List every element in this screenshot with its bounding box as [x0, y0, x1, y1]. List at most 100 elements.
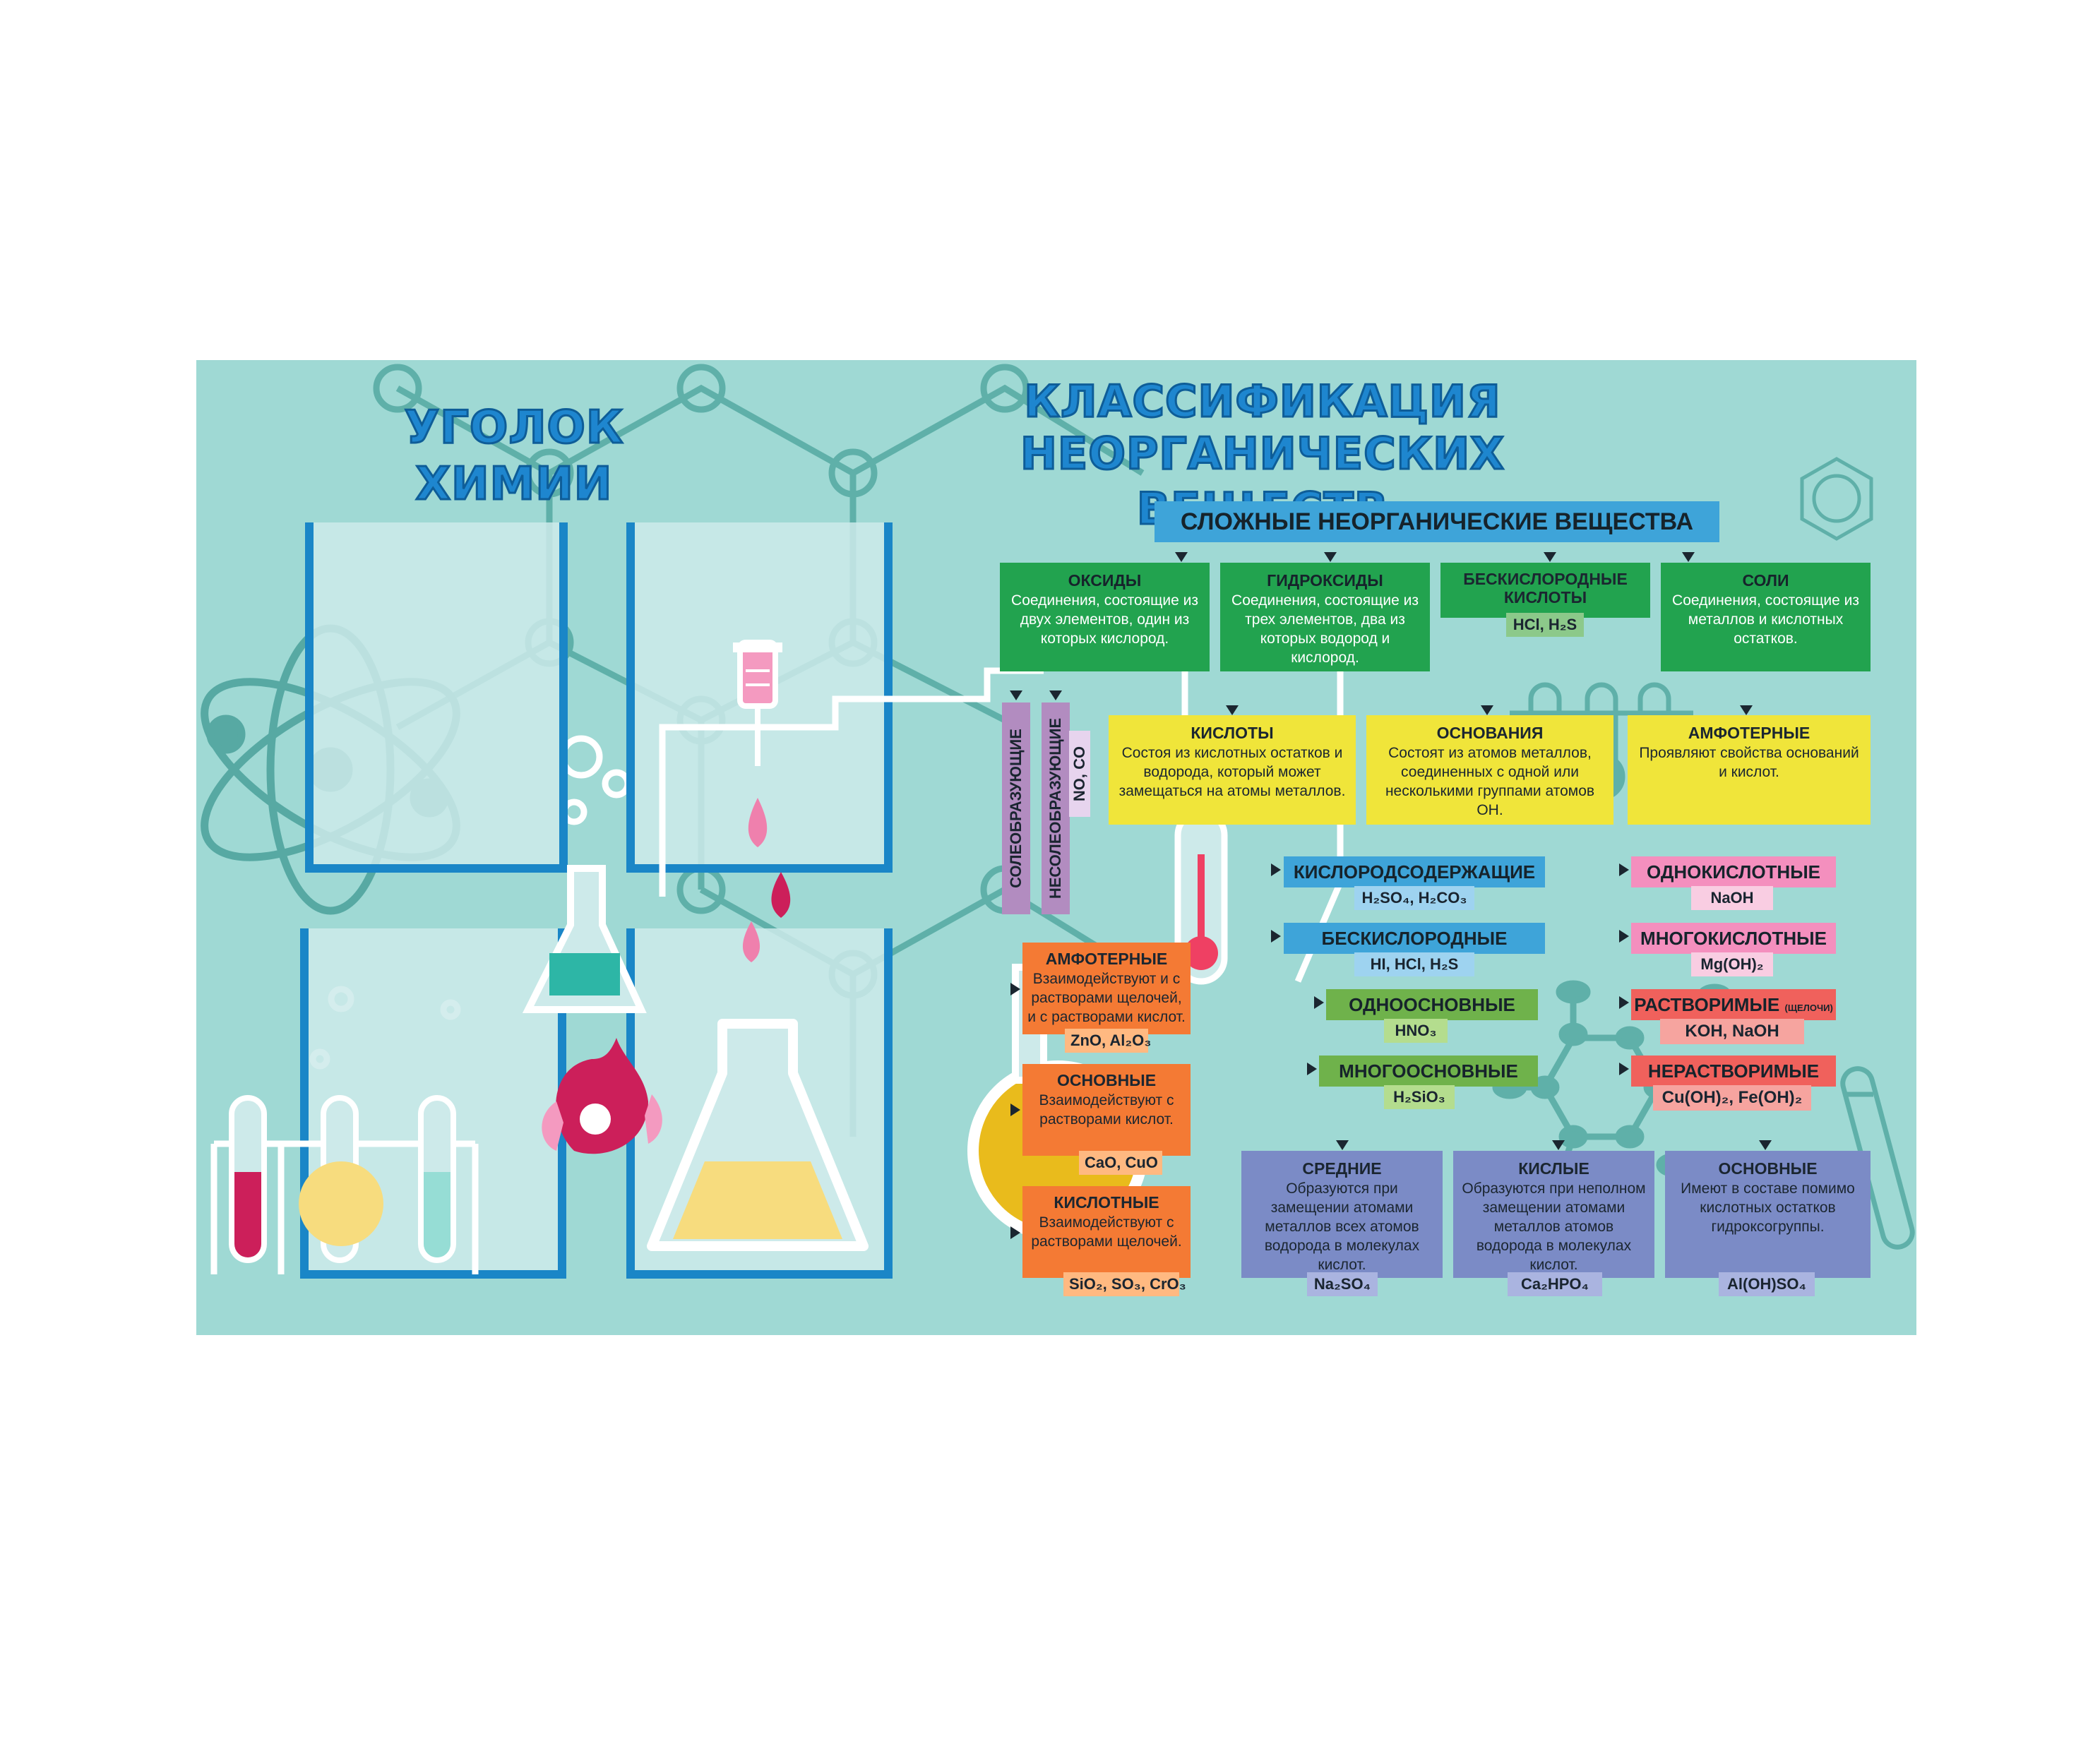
salts-desc: Соединения, состоящие из металлов и кисл…	[1672, 592, 1859, 647]
acids-desc: Состоя из кислотных остатков и водорода,…	[1118, 745, 1346, 799]
soluble-title: РАСТВОРИМЫЕ	[1634, 994, 1780, 1015]
arrow-acids	[1226, 705, 1239, 715]
hydroxides-box: ГИДРОКСИДЫ Соединения, состоящие из трех…	[1220, 563, 1430, 671]
arrow-amphoteric-oxides	[1010, 983, 1020, 995]
amphoteric-oxides-title: АМФОТЕРНЫЕ	[1045, 950, 1168, 968]
normal-salts-title: СРЕДНИЕ	[1302, 1159, 1382, 1178]
monoacid-formula: NaOH	[1691, 886, 1773, 910]
oxygen-free-label: БЕСКИСЛОРОДНЫЕ	[1284, 923, 1545, 954]
arrow-oxygen-free	[1271, 930, 1281, 943]
soluble-formula: KOH, NaOH	[1660, 1019, 1804, 1044]
arrow-salt-forming	[1010, 690, 1022, 700]
arrow-insoluble	[1619, 1063, 1629, 1075]
normal-salts-formula: Na₂SO₄	[1307, 1272, 1378, 1296]
amphoteric-oxides-formula: ZnO, Al₂O₃	[1065, 1029, 1151, 1053]
arrow-monoacid	[1619, 863, 1629, 876]
normal-salts-box: СРЕДНИЕ Образуются при замещении атомами…	[1241, 1151, 1443, 1278]
benzene-icon	[1800, 457, 1873, 541]
polybasic-formula: H₂SiO₃	[1384, 1085, 1455, 1109]
acidic-salts-box: КИСЛЫЕ Образуются при неполном замещении…	[1453, 1151, 1654, 1278]
acidic-oxides-desc: Взаимодействуют с растворами щелочей.	[1031, 1214, 1182, 1250]
amphoteric-oxides-box: АМФОТЕРНЫЕ Взаимодействуют и с растворам…	[1022, 943, 1191, 1034]
monobasic-formula: HNO₃	[1384, 1019, 1448, 1043]
soluble-label: РАСТВОРИМЫЕ (ЩЕЛОЧИ)	[1631, 989, 1836, 1020]
acids-title: КИСЛОТЫ	[1191, 724, 1274, 742]
basic-oxides-desc: Взаимодействуют с растворами кислот.	[1039, 1092, 1174, 1128]
thermometer-icon	[1174, 808, 1228, 985]
arrow-acidic-salts	[1552, 1140, 1565, 1150]
root-label: СЛОЖНЫЕ НЕОРГАНИЧЕСКИЕ ВЕЩЕСТВА	[1155, 501, 1719, 542]
arrow-oxygenfree-acids	[1544, 552, 1556, 562]
normal-salts-desc: Образуются при замещении атомами металло…	[1264, 1180, 1420, 1273]
amphoteric-hydroxides-box: АМФОТЕРНЫЕ Проявляют свойства оснований …	[1628, 715, 1871, 825]
acids-box: КИСЛОТЫ Состоя из кислотных остатков и в…	[1109, 715, 1356, 825]
oxides-desc: Соединения, состоящие из двух элементов,…	[1011, 592, 1198, 647]
erlenmeyer-flask-icon	[647, 1019, 869, 1251]
salts-box: СОЛИ Соединения, состоящие из металлов и…	[1661, 563, 1871, 671]
salt-forming-label: СОЛЕОБРАЗУЮЩИЕ	[1002, 702, 1030, 914]
pipette-icon	[733, 640, 791, 962]
arrow-amphoteric-hydroxides	[1740, 705, 1753, 715]
oxides-title: ОКСИДЫ	[1068, 571, 1142, 590]
acidic-salts-desc: Образуются при неполном замещении атомам…	[1462, 1180, 1646, 1273]
basic-salts-formula: Al(OH)SO₄	[1719, 1272, 1815, 1296]
right-title-line1: КЛАССИФИКАЦИЯ	[1023, 375, 1501, 429]
oxygen-containing-formula: H₂SO₄, H₂CO₃	[1354, 886, 1474, 910]
bases-box: ОСНОВАНИЯ Состоят из атомов металлов, со…	[1366, 715, 1613, 825]
left-title: УГОЛОК ХИМИИ	[403, 401, 624, 512]
bases-desc: Состоят из атомов металлов, соединенных …	[1385, 745, 1595, 818]
non-salt-forming-label: НЕСОЛЕОБРАЗУЮЩИЕ	[1042, 702, 1070, 914]
oxygen-containing-label: КИСЛОРОДСОДЕРЖАЩИЕ	[1284, 856, 1545, 887]
flame-icon	[542, 1038, 662, 1154]
oxygenfree-acids-formula: HCl, H₂S	[1506, 613, 1584, 637]
arrow-acidic-oxides	[1010, 1226, 1020, 1239]
basic-oxides-title: ОСНОВНЫЕ	[1056, 1071, 1157, 1089]
arrow-oxides	[1175, 552, 1188, 562]
arrow-basic-oxides	[1010, 1104, 1020, 1116]
hydroxides-desc: Соединения, состоящие из трех элементов,…	[1231, 592, 1419, 666]
salts-title: СОЛИ	[1742, 571, 1789, 590]
insoluble-formula: Cu(OH)₂, Fe(OH)₂	[1653, 1085, 1811, 1111]
amphoteric-hydroxides-title: АМФОТЕРНЫЕ	[1688, 724, 1810, 742]
amphoteric-oxides-desc: Взаимодействуют и с растворами щелочей, …	[1027, 971, 1186, 1025]
non-salt-forming-formula: NO, CO	[1069, 731, 1090, 817]
flask-icon	[522, 865, 647, 1013]
arrow-polybasic	[1307, 1063, 1317, 1075]
test-tube-icon	[210, 1095, 479, 1274]
basic-salts-title: ОСНОВНЫЕ	[1718, 1159, 1818, 1178]
bases-title: ОСНОВАНИЯ	[1436, 724, 1544, 742]
polyacid-formula: Mg(OH)₂	[1691, 952, 1773, 976]
polyacid-label: МНОГОКИСЛОТНЫЕ	[1631, 923, 1836, 954]
oxygen-free-formula: HI, HCl, H₂S	[1354, 952, 1474, 976]
arrow-monobasic	[1314, 996, 1324, 1009]
soluble-note: (ЩЕЛОЧИ)	[1784, 1003, 1833, 1013]
acidic-salts-formula: Ca₂HPO₄	[1508, 1272, 1602, 1296]
basic-salts-box: ОСНОВНЫЕ Имеют в составе помимо кислотны…	[1665, 1151, 1871, 1278]
basic-salts-desc: Имеют в составе помимо кислотных остатко…	[1681, 1180, 1855, 1235]
hydroxides-title: ГИДРОКСИДЫ	[1267, 571, 1383, 590]
acidic-oxides-title: КИСЛОТНЫЕ	[1054, 1193, 1159, 1212]
poster: УГОЛОК ХИМИИ КЛАССИФИКАЦИЯ НЕОРГАНИЧЕСКИ…	[196, 360, 1916, 1335]
arrow-normal-salts	[1336, 1140, 1349, 1150]
basic-oxides-box: ОСНОВНЫЕ Взаимодействуют с растворами ки…	[1022, 1064, 1191, 1156]
acidic-oxides-formula: SiO₂, SO₃, CrO₃	[1063, 1272, 1186, 1296]
arrow-basic-salts	[1759, 1140, 1772, 1150]
arrow-hydroxides	[1324, 552, 1337, 562]
arrow-oxygen-containing	[1271, 863, 1281, 876]
basic-oxides-formula: CaO, CuO	[1079, 1151, 1162, 1175]
arrow-salts	[1682, 552, 1695, 562]
amphoteric-hydroxides-desc: Проявляют свойства оснований и кислот.	[1639, 745, 1859, 780]
oxides-box: ОКСИДЫ Соединения, состоящие из двух эле…	[1000, 563, 1210, 671]
oxygenfree-acids-box: БЕСКИСЛОРОДНЫЕ КИСЛОТЫ	[1440, 563, 1650, 618]
acidic-oxides-box: КИСЛОТНЫЕ Взаимодействуют с растворами щ…	[1022, 1186, 1191, 1278]
oxygenfree-acids-title: БЕСКИСЛОРОДНЫЕ КИСЛОТЫ	[1463, 570, 1628, 606]
insoluble-label: НЕРАСТВОРИМЫЕ	[1631, 1056, 1836, 1087]
monobasic-label: ОДНООСНОВНЫЕ	[1326, 989, 1538, 1020]
arrow-bases	[1481, 705, 1493, 715]
arrow-non-salt-forming	[1049, 690, 1062, 700]
monoacid-label: ОДНОКИСЛОТНЫЕ	[1631, 856, 1836, 887]
acidic-salts-title: КИСЛЫЕ	[1518, 1159, 1589, 1178]
arrow-soluble	[1619, 996, 1629, 1009]
polybasic-label: МНОГООСНОВНЫЕ	[1319, 1056, 1538, 1087]
arrow-polyacid	[1619, 930, 1629, 943]
